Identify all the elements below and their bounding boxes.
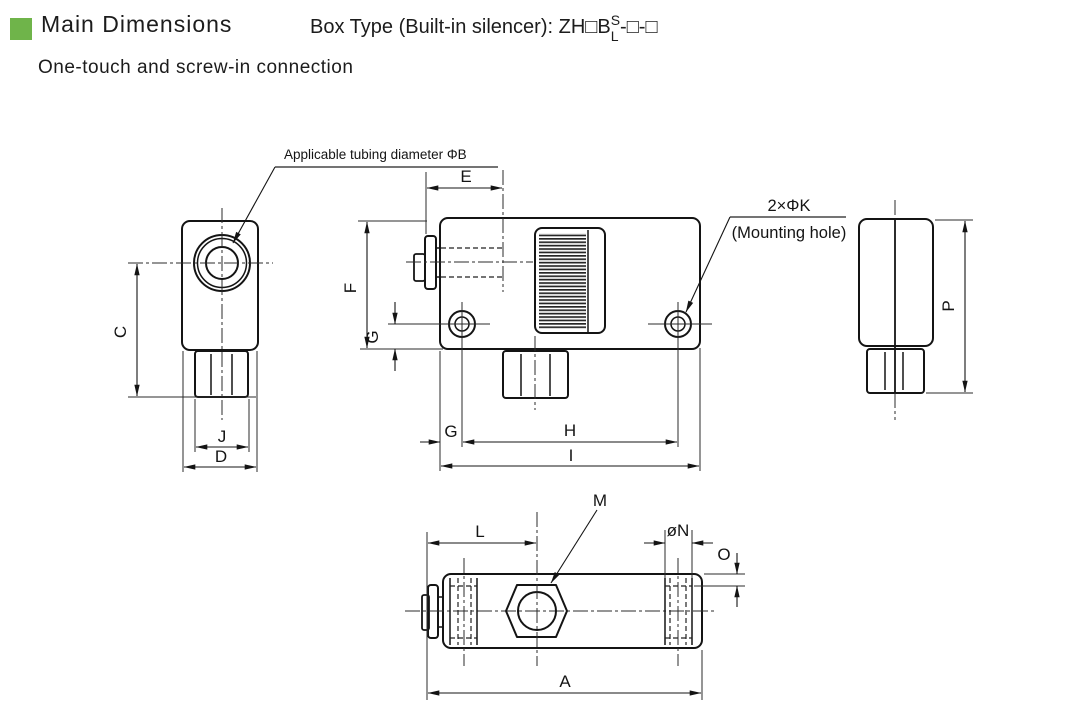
tubing-leader-arrow (232, 166, 276, 244)
front-view: E F G G H I 2×ΦK (Mounting hole) (341, 167, 846, 471)
dim-label-H: H (564, 421, 576, 440)
model-code-prefix: Box Type (Built-in silencer): ZH□B (310, 15, 611, 38)
dim-label-C: C (111, 326, 130, 338)
dim-label-F: F (341, 283, 360, 293)
mounting-hole-right (648, 302, 712, 447)
vacuum-port-hex (505, 512, 568, 666)
page-title: Main Dimensions (41, 11, 233, 37)
dim-label-J: J (218, 427, 227, 446)
model-code-suffix: -□-□ (620, 15, 658, 38)
bottom-view: L M øN O A (405, 491, 745, 700)
mounting-hole-note: (Mounting hole) (732, 224, 847, 242)
dim-label-E: E (460, 167, 471, 186)
section-bullet-icon (10, 18, 32, 40)
mounting-hole-left (388, 302, 490, 447)
dim-label-G-horiz: G (444, 422, 457, 441)
dim-label-O: O (717, 545, 730, 564)
side-view: P (858, 200, 973, 420)
mounting-leader-arrow (685, 216, 731, 313)
model-code-sup: S (610, 12, 621, 28)
tubing-diameter-callout: Applicable tubing diameter ΦB (284, 147, 467, 162)
counterbore-left (449, 558, 478, 666)
dim-label-M: M (593, 491, 607, 510)
dim-label-I: I (569, 446, 574, 465)
silencer-grille (534, 227, 606, 334)
left-view: C J D Applicable tubing diameter ΦB (111, 147, 498, 472)
model-code-sub: L (610, 28, 619, 45)
dim-label-G-vert: G (363, 330, 382, 343)
dim-label-L: L (475, 522, 484, 541)
mounting-hole-qty: 2×ΦK (768, 197, 811, 215)
connection-subtitle: One-touch and screw-in connection (38, 57, 354, 78)
dim-label-P: P (939, 300, 958, 311)
dim-label-D: D (215, 447, 227, 466)
dim-label-A: A (559, 672, 571, 691)
counterbore-right (664, 558, 693, 666)
port-leader-arrow (550, 509, 598, 584)
dim-label-N: øN (667, 521, 690, 540)
